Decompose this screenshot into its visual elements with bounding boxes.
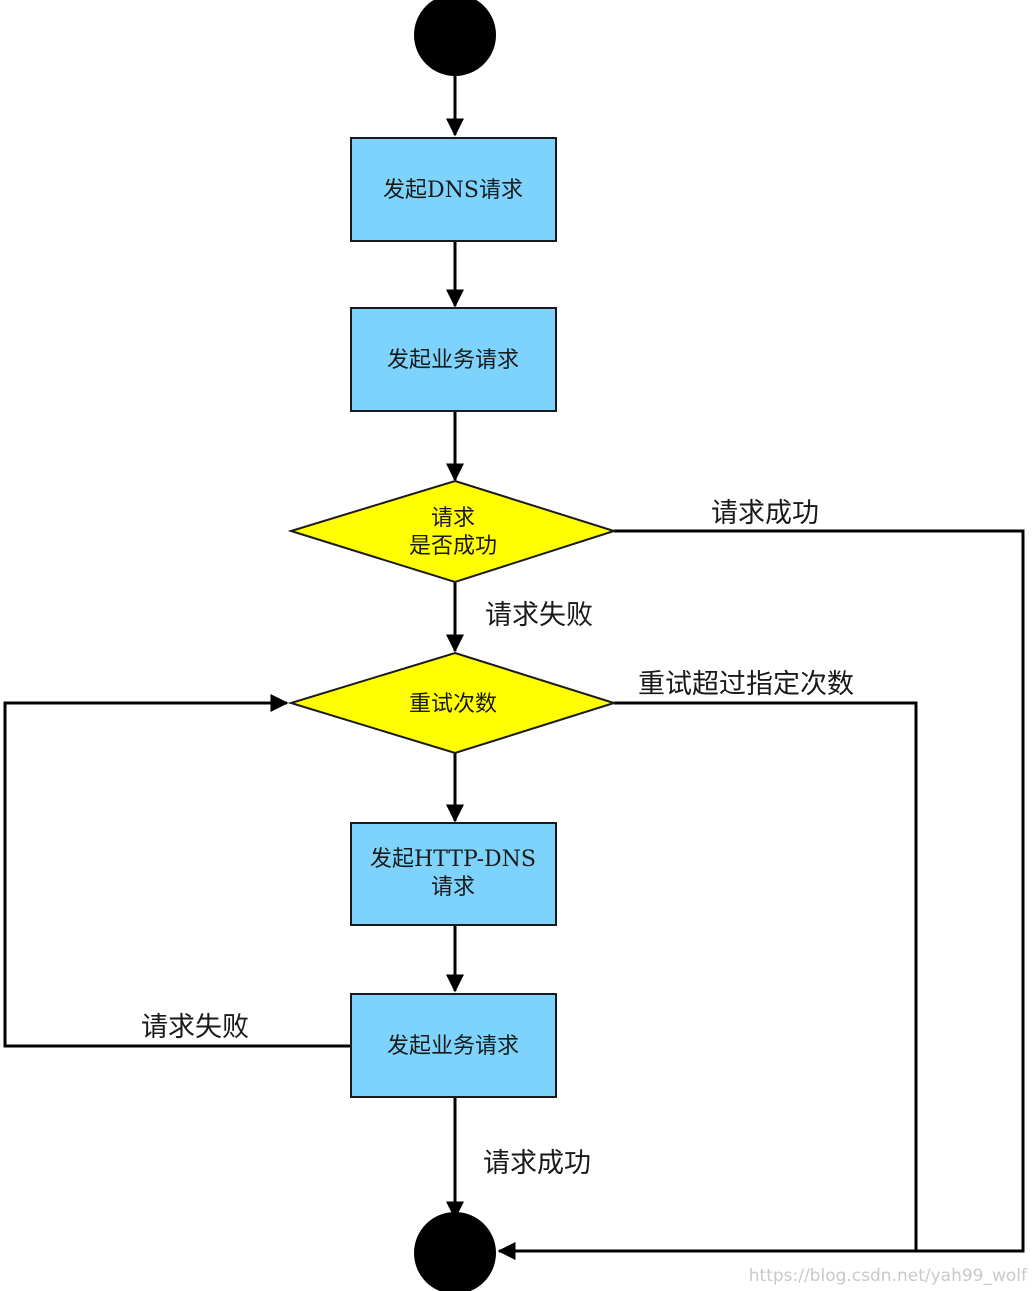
- node-http-dns-request-line2: 请求: [431, 875, 475, 900]
- edges: [3, 70, 1025, 1260]
- node-business-request-2: 发起业务请求: [350, 993, 557, 1098]
- node-retry-count: 重试次数: [287, 651, 618, 755]
- start-node: [414, 0, 496, 76]
- watermark-text: https://blog.csdn.net/yah99_wolf: [749, 1266, 1028, 1286]
- node-business-request-1: 发起业务请求: [350, 307, 557, 412]
- node-http-dns-request-line1: 发起HTTP-DNS: [370, 847, 536, 872]
- node-http-dns-request: 发起HTTP-DNS 请求: [350, 822, 557, 926]
- edge-success-to-end: [497, 529, 1025, 1260]
- node-retry-count-label: 重试次数: [409, 692, 497, 717]
- edge-label-request-failed-loop: 请求失败: [141, 1012, 249, 1043]
- edge-label-request-success-down: 请求成功: [483, 1148, 591, 1179]
- edge-label-request-failed-down: 请求失败: [485, 600, 593, 631]
- node-decision-success: 请求 是否成功: [287, 479, 618, 584]
- node-business-request-1-label: 发起业务请求: [387, 348, 519, 373]
- edge-label-request-success-right: 请求成功: [711, 498, 819, 529]
- edge-label-retry-exceeded: 重试超过指定次数: [638, 669, 854, 700]
- node-dns-request-label: 发起DNS请求: [383, 178, 523, 203]
- node-dns-request: 发起DNS请求: [350, 137, 557, 242]
- node-decision-success-line1: 请求: [431, 506, 475, 531]
- end-node: [414, 1212, 496, 1291]
- edge-failed-loop-to-retry: [3, 694, 351, 1048]
- node-business-request-2-label: 发起业务请求: [387, 1034, 519, 1059]
- edge-retry-exceeded-to-end: [614, 701, 918, 1251]
- node-decision-success-line2: 是否成功: [409, 534, 497, 559]
